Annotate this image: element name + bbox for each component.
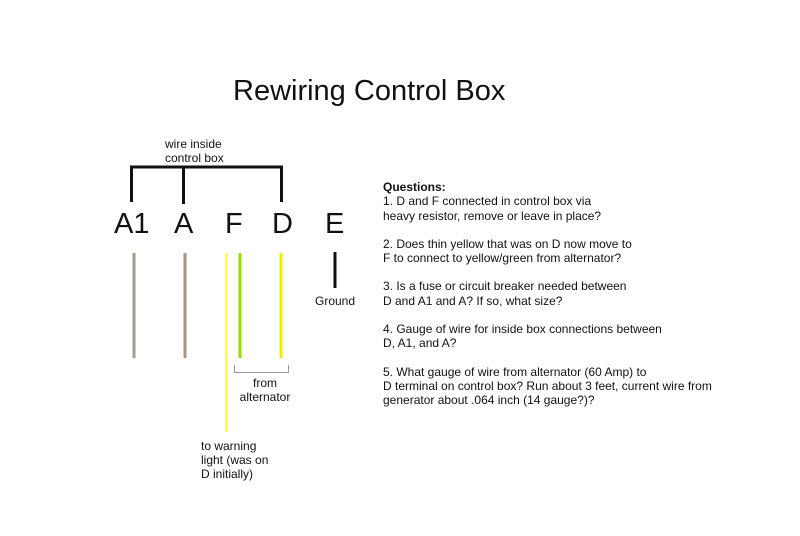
question-item-3: 3. Is a fuse or circuit breaker needed b… xyxy=(383,279,627,308)
question-item-2: 2. Does thin yellow that was on D now mo… xyxy=(383,236,632,266)
questions-block: Questions: 1. D and F connected in contr… xyxy=(383,180,783,422)
questions-heading: Questions: xyxy=(383,180,446,194)
question-item-1: 1. D and F connected in control box via … xyxy=(383,194,602,223)
bracket-label: wire inside control box xyxy=(165,137,224,165)
from-alternator-line-2: alternator xyxy=(239,390,291,404)
diagram-title: Rewiring Control Box xyxy=(233,75,506,107)
alternator-bracket xyxy=(234,365,289,373)
terminal-e: E xyxy=(325,208,345,240)
ground-label: Ground xyxy=(315,294,356,308)
from-alternator-line-1: from xyxy=(253,376,277,390)
bracket-label-line-2: control box xyxy=(165,151,224,165)
question-item-5: 5. What gauge of wire from alternator (6… xyxy=(383,364,712,408)
warning-light-line-3: D initially) xyxy=(201,467,254,481)
warning-light-label: to warning light (was on D initially) xyxy=(201,439,268,481)
bracket-label-line-1: wire inside xyxy=(165,137,222,151)
from-alternator-label: from alternator xyxy=(237,376,293,404)
terminal-a: A xyxy=(174,208,194,240)
terminal-a1: A1 xyxy=(114,208,150,240)
question-item-4: 4. Gauge of wire for inside box connecti… xyxy=(383,322,662,351)
terminal-d: D xyxy=(272,208,293,240)
warning-light-line-2: light (was on xyxy=(201,453,269,467)
terminal-f: F xyxy=(225,208,243,240)
control-box-bracket xyxy=(130,165,283,204)
warning-light-line-1: to warning xyxy=(201,439,257,453)
